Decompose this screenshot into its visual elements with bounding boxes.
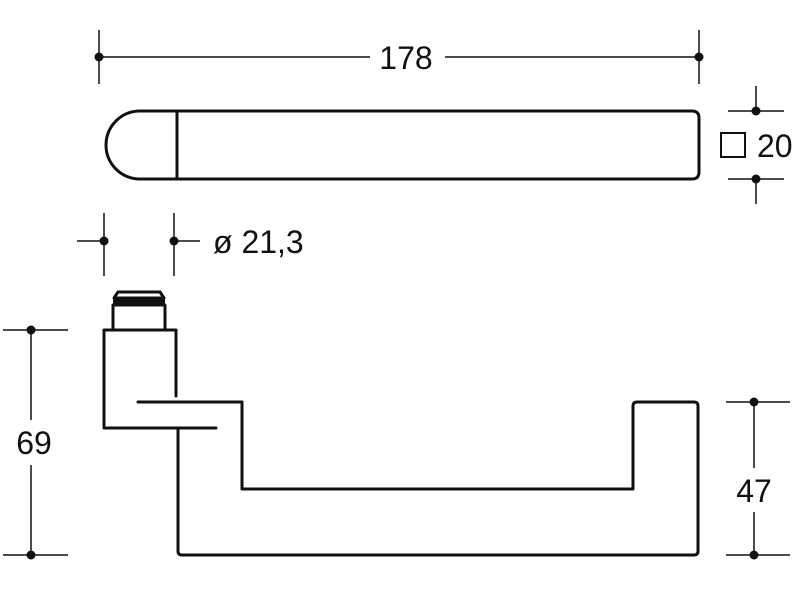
square-dot-top <box>751 106 761 116</box>
length-dot-right <box>694 52 704 62</box>
square-size-label: 20 <box>757 128 793 164</box>
spindle-cap <box>112 290 166 300</box>
diameter-dot-left <box>99 236 109 246</box>
spindle-body <box>111 303 167 332</box>
lever-outline <box>176 400 700 557</box>
spindle-band <box>113 298 165 305</box>
diameter-dimension: ø 21,3 <box>77 213 304 276</box>
handle-height-label: 47 <box>736 473 772 509</box>
square-dot-bottom <box>751 174 761 184</box>
length-dot-left <box>94 52 104 62</box>
diameter-dot-right <box>169 236 179 246</box>
top-view: 178 20 <box>94 30 793 204</box>
handle-height-dot-bottom <box>749 550 759 560</box>
height-dot-top <box>26 325 36 335</box>
rose-block-outline <box>102 328 218 430</box>
diameter-label: ø 21,3 <box>213 224 304 260</box>
side-view: 69 47 <box>3 290 790 560</box>
length-label: 178 <box>379 40 432 76</box>
handle-height-dot-top <box>749 397 759 407</box>
square-icon <box>720 132 746 158</box>
height-dot-bottom <box>26 550 36 560</box>
handle-top-outline <box>104 109 701 181</box>
total-height-label: 69 <box>16 425 52 461</box>
